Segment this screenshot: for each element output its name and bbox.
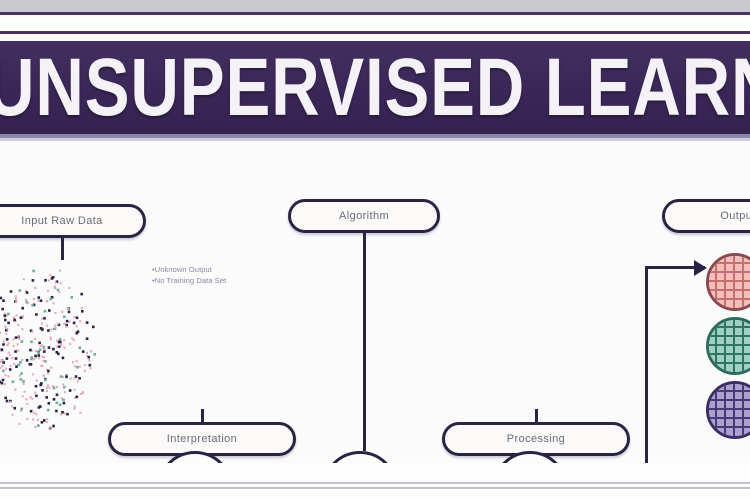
grid-pattern-green xyxy=(709,320,750,372)
grid-pattern-purple xyxy=(709,384,750,436)
branch-line-top xyxy=(645,266,705,269)
grid-pattern-red xyxy=(709,256,750,308)
stem-input-to-node1 xyxy=(61,238,64,260)
top-white-gap xyxy=(0,15,750,31)
banner-underline-thin xyxy=(0,138,750,141)
banner-underline-thick xyxy=(0,134,750,138)
output-cluster-green[interactable] xyxy=(706,317,750,375)
bottom-divider-lower xyxy=(0,487,750,489)
algorithm-box[interactable]: Algorithm xyxy=(288,199,440,233)
input-raw-data-box[interactable]: Input Raw Data xyxy=(0,204,146,238)
note-line-2: •No Training Data Set xyxy=(152,275,227,285)
branch-trunk xyxy=(645,266,648,500)
input-raw-data-label: Input Raw Data xyxy=(21,215,103,227)
output-cluster-purple[interactable] xyxy=(706,381,750,439)
output-box[interactable]: Output xyxy=(662,199,750,233)
stem-processing-up xyxy=(535,409,538,423)
flow-diagram: Input Raw Data Algorithm Output Interpre… xyxy=(0,141,750,500)
interpretation-label: Interpretation xyxy=(166,433,238,445)
title-banner: UNSUPERVISED LEARNING xyxy=(0,41,750,134)
banner-title-text: UNSUPERVISED LEARNING xyxy=(0,41,750,133)
top-divider-upper xyxy=(0,12,750,15)
raw-data-scatter xyxy=(0,269,96,430)
stem-algorithm-node2 xyxy=(363,233,366,451)
branch-arrow-top xyxy=(694,260,707,276)
unsupervised-note: •Unknown Output •No Training Data Set xyxy=(152,265,248,287)
output-cluster-red[interactable] xyxy=(706,253,750,311)
top-gray-strip xyxy=(0,0,750,12)
output-label: Output xyxy=(720,210,750,222)
bottom-white-fill xyxy=(0,463,750,500)
bottom-divider-upper xyxy=(0,482,750,484)
top-divider-lower xyxy=(0,31,750,34)
processing-label: Processing xyxy=(506,433,566,445)
algorithm-label: Algorithm xyxy=(338,210,390,222)
note-line-1: •Unknown Output xyxy=(152,265,212,274)
stem-interp-up xyxy=(201,409,204,423)
